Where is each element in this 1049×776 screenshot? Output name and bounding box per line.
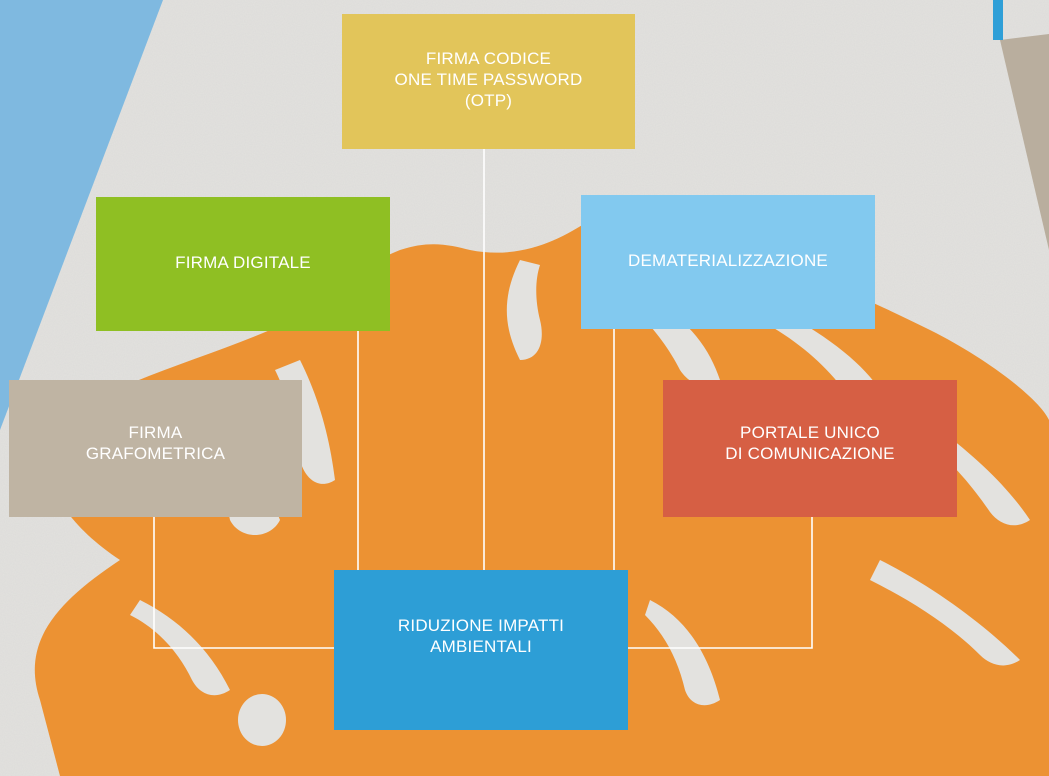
node-label: FIRMA GRAFOMETRICA	[85, 422, 226, 463]
node-firma-digitale: FIRMA DIGITALE	[96, 197, 390, 331]
node-label: FIRMA DIGITALE	[175, 252, 311, 272]
node-label: PORTALE UNICO DI COMUNICAZIONE	[725, 422, 895, 463]
node-dematerializzazione: DEMATERIALIZZAZIONE	[581, 195, 875, 329]
right-accent-strip	[993, 0, 1003, 40]
node-portale-unico: PORTALE UNICO DI COMUNICAZIONE	[663, 380, 957, 517]
node-firma-otp: FIRMA CODICE ONE TIME PASSWORD (OTP)	[342, 14, 635, 149]
left-blue-strip	[0, 0, 163, 430]
right-beige-strip	[1000, 34, 1049, 250]
node-riduzione-impatti: RIDUZIONE IMPATTI AMBIENTALI	[334, 570, 628, 730]
node-firma-grafometrica: FIRMA GRAFOMETRICA	[9, 380, 302, 517]
node-label: DEMATERIALIZZAZIONE	[628, 250, 828, 270]
node-label: RIDUZIONE IMPATTI AMBIENTALI	[397, 616, 565, 656]
node-label: FIRMA CODICE ONE TIME PASSWORD (OTP)	[394, 49, 583, 110]
